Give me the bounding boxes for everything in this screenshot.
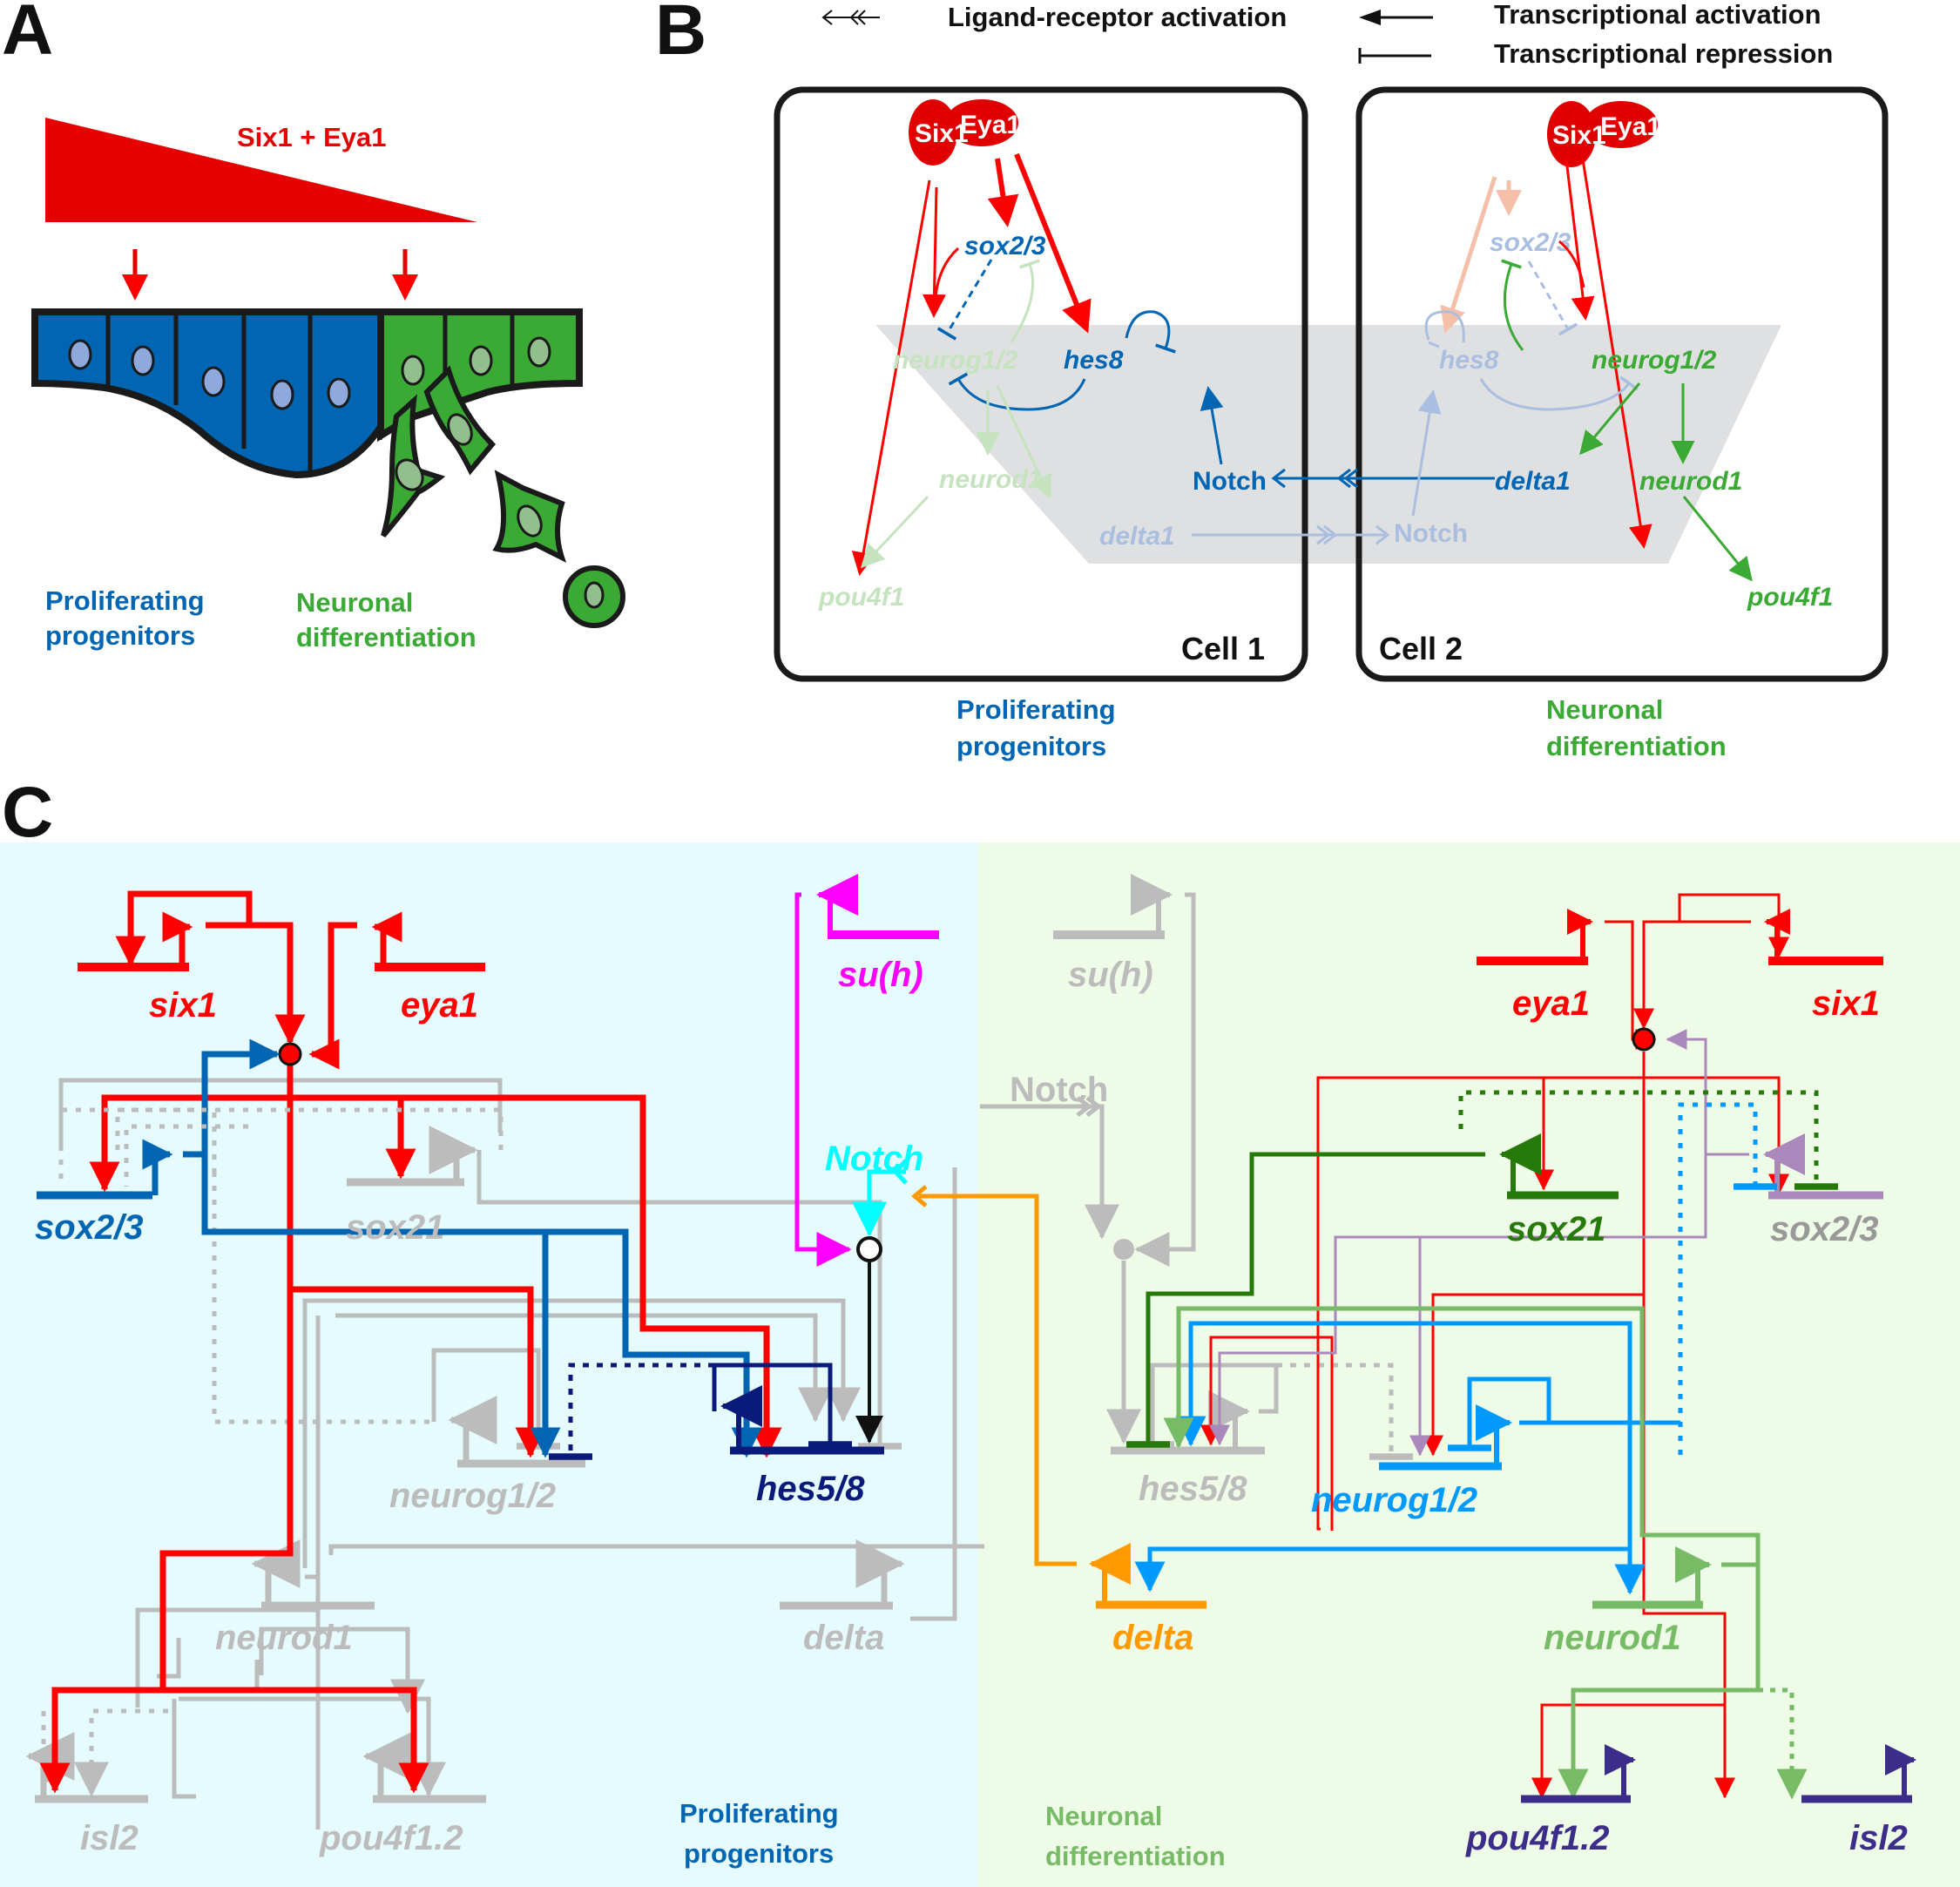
differentiation-background — [978, 842, 1960, 1887]
hes58-label-right: hes5/8 — [1139, 1470, 1247, 1508]
legend-activation: Transcriptional activation — [1359, 0, 1821, 30]
neuron-nuclei — [401, 336, 551, 386]
ligand-arrow-delta-to-notch — [1271, 468, 1286, 489]
neurod1-label-left: neurod1 — [215, 1619, 353, 1657]
sox23-label-right: sox2/3 — [1770, 1210, 1879, 1248]
delta1-label-cell1: delta1 — [1099, 522, 1175, 551]
delta-label-right: delta — [1112, 1619, 1193, 1657]
panel-c: C — [0, 773, 1960, 1887]
right-network — [980, 874, 1916, 1803]
eya1-protein — [1585, 101, 1658, 148]
eya1-label-right: eya1 — [1512, 984, 1590, 1023]
notch-suh-complex-node — [856, 1236, 882, 1262]
six1-eya1-complex-node — [278, 1042, 302, 1066]
left-caption-line1: Proliferating — [679, 1798, 839, 1829]
legend-repression: Transcriptional repression — [1358, 38, 1833, 69]
panel-label-b: B — [655, 0, 706, 70]
notch-label-left: Notch — [825, 1140, 923, 1178]
delta1-label-cell2: delta1 — [1495, 467, 1571, 496]
cell-2-box — [1355, 86, 1889, 682]
panel-b: B Ligand-receptor activation Transcripti… — [655, 0, 1889, 761]
left-caption-line2: progenitors — [684, 1838, 834, 1869]
six1-eya1-complex-node-right — [1632, 1027, 1656, 1052]
panel-label-c: C — [2, 773, 53, 852]
eya1-protein — [945, 99, 1018, 146]
sox21-label-left: sox21 — [346, 1208, 444, 1247]
pou4f1-label-cell1: pou4f1 — [818, 583, 904, 612]
six1-protein-label: Six1 — [1552, 121, 1606, 150]
pou4f1-label-cell2: pou4f1 — [1747, 583, 1833, 612]
notch-label-right: Notch — [1010, 1071, 1108, 1109]
differentiation-label-line2: differentiation — [296, 622, 476, 653]
cell-1-caption-line2: progenitors — [956, 731, 1106, 761]
cell-2-caption-line1: Neuronal — [1546, 694, 1663, 725]
neurog-label-right: neurog1/2 — [1311, 1481, 1477, 1519]
isl2-label-left: isl2 — [80, 1819, 139, 1857]
cell-2-caption-line2: differentiation — [1546, 731, 1727, 761]
left-network — [25, 874, 1206, 1830]
cell-2-network: Six1 Eya1 sox2/3 neurog1/2 hes8 delta1 n… — [1394, 101, 1833, 612]
eya1-label-left: eya1 — [401, 986, 478, 1025]
progenitor-nuclei — [68, 339, 351, 410]
right-caption-line2: differentiation — [1045, 1841, 1226, 1871]
notch-label-cell1: Notch — [1193, 467, 1267, 496]
cell-1-title: Cell 1 — [1181, 631, 1265, 666]
suh-label-right: su(h) — [1068, 956, 1153, 994]
delaminating-neurons — [381, 365, 625, 628]
cell-1-box — [774, 86, 1308, 682]
gradient-label: Six1 + Eya1 — [237, 122, 387, 152]
right-caption-line1: Neuronal — [1045, 1801, 1162, 1831]
eya1-protein-label: Eya1 — [960, 111, 1021, 139]
panel-label-a: A — [2, 0, 53, 70]
cell-2-title: Cell 2 — [1379, 631, 1463, 666]
hes58-label-left: hes5/8 — [756, 1470, 865, 1508]
neurod1-label-right: neurod1 — [1544, 1619, 1681, 1657]
sox23-label-left: sox2/3 — [35, 1208, 144, 1247]
six1-protein — [909, 99, 957, 166]
sox21-label-right: sox21 — [1507, 1210, 1605, 1248]
six1-protein-label: Six1 — [915, 119, 969, 148]
panel-a: A Six1 + Eya1 — [2, 0, 625, 653]
six1-label-left: six1 — [149, 986, 217, 1025]
sox23-label-cell2: sox2/3 — [1490, 228, 1571, 257]
neurod1-label-cell1: neurod1 — [939, 465, 1042, 494]
neurod1-label-cell2: neurod1 — [1639, 467, 1742, 496]
pou4f12-label-left: pou4f1.2 — [319, 1819, 463, 1857]
suh-label-left: su(h) — [838, 956, 923, 994]
progenitors-label-line1: Proliferating — [45, 585, 205, 616]
cell-1-caption-line1: Proliferating — [956, 694, 1116, 725]
pou4f12-label-right: pou4f1.2 — [1465, 1819, 1609, 1857]
six1-eya1-gradient — [45, 118, 477, 222]
delta-label-left: delta — [803, 1619, 884, 1657]
progenitors-label-line2: progenitors — [45, 620, 195, 651]
hes8-label-cell2: hes8 — [1439, 346, 1499, 375]
neurog-label-left: neurog1/2 — [389, 1477, 556, 1515]
legend-ligand-text: Ligand-receptor activation — [948, 2, 1287, 32]
six1-label-right: six1 — [1812, 984, 1880, 1023]
nucleus-region — [875, 325, 1781, 564]
six1-protein — [1547, 101, 1596, 167]
neurog-label-cell1: neurog1/2 — [893, 346, 1018, 375]
legend-repression-text: Transcriptional repression — [1494, 38, 1833, 69]
notch-label-cell2: Notch — [1394, 519, 1468, 548]
legend-activation-text: Transcriptional activation — [1494, 0, 1821, 30]
hes8-label-cell1: hes8 — [1064, 346, 1124, 375]
isl2-label-right: isl2 — [1849, 1819, 1908, 1857]
differentiation-label-line1: Neuronal — [296, 587, 413, 618]
eya1-protein-label: Eya1 — [1600, 112, 1661, 141]
cell-1-network: Six1 Eya1 sox2/3 neurog1/2 hes8 Notch ne… — [818, 99, 1495, 612]
neurog-label-cell2: neurog1/2 — [1592, 346, 1717, 375]
legend-ligand: Ligand-receptor activation — [821, 2, 1287, 32]
sox23-label-cell1: sox2/3 — [964, 232, 1046, 260]
